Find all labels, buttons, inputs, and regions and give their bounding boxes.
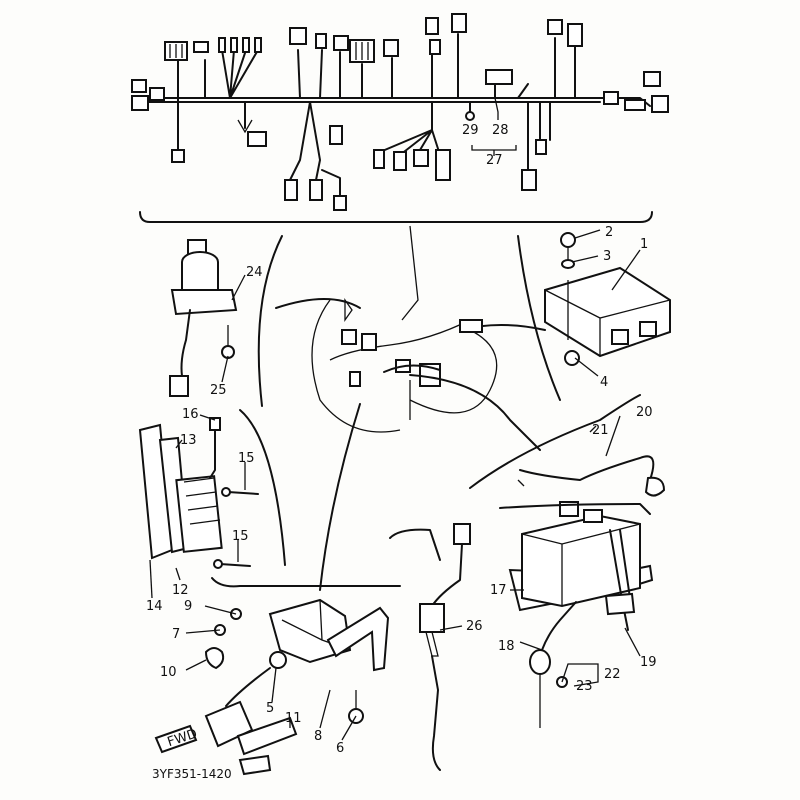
battery xyxy=(499,455,666,728)
divider-lower-left xyxy=(239,409,286,566)
motorcycle-frame xyxy=(275,225,546,433)
callout-24: 24 xyxy=(246,265,263,280)
catalog-code: 3YF351-1420 xyxy=(152,767,232,781)
divider-center xyxy=(319,403,361,591)
callout-13: 13 xyxy=(180,433,197,448)
callout-23: 23 xyxy=(576,679,593,694)
callout-3: 3 xyxy=(603,249,611,264)
callout-21: 21 xyxy=(592,423,609,438)
leader-battery xyxy=(409,374,541,451)
sidestand-switch xyxy=(419,523,471,771)
callout-20: 20 xyxy=(636,405,653,420)
callout-18: 18 xyxy=(498,639,515,654)
callout-10: 10 xyxy=(160,665,177,680)
callout-25: 25 xyxy=(210,383,227,398)
divider-bottom xyxy=(211,577,401,588)
callout-5: 5 xyxy=(266,701,274,716)
callout-29: 29 xyxy=(462,123,479,138)
fwd-label: FWD xyxy=(166,727,199,751)
divider-sidestand xyxy=(389,528,441,561)
callout-7: 7 xyxy=(172,627,180,642)
callout-6: 6 xyxy=(336,741,344,756)
divider-left xyxy=(257,235,283,407)
callout-19: 19 xyxy=(640,655,657,670)
callout-16: 16 xyxy=(182,407,199,422)
rectifier-regulator xyxy=(138,417,259,569)
callout-8: 8 xyxy=(314,729,322,744)
callout-4: 4 xyxy=(600,375,608,390)
main-switch xyxy=(169,239,238,397)
harness-group-bracket xyxy=(139,211,653,223)
ignition-coil xyxy=(204,598,390,776)
callout-14: 14 xyxy=(146,599,163,614)
callout-12: 12 xyxy=(172,583,189,598)
callout-15a: 15 xyxy=(238,451,255,466)
callout-17: 17 xyxy=(490,583,507,598)
divider-right xyxy=(517,235,561,401)
igniter-unit xyxy=(544,232,671,366)
fwd-arrow: FWD xyxy=(154,724,199,754)
callout-1: 1 xyxy=(640,237,648,252)
callouts: 2 3 1 4 24 25 16 13 15 15 12 14 9 7 10 5… xyxy=(146,123,657,756)
callout-2: 2 xyxy=(605,225,613,240)
callout-27: 27 xyxy=(486,153,503,168)
callout-26: 26 xyxy=(466,619,483,634)
callout-22: 22 xyxy=(604,667,621,682)
callout-15b: 15 xyxy=(232,529,249,544)
leader-lines xyxy=(149,229,641,741)
callout-28: 28 xyxy=(492,123,509,138)
divider-battery xyxy=(469,394,641,489)
callout-11: 11 xyxy=(285,711,302,726)
callout-9: 9 xyxy=(184,599,192,614)
wire-harness xyxy=(131,13,669,211)
